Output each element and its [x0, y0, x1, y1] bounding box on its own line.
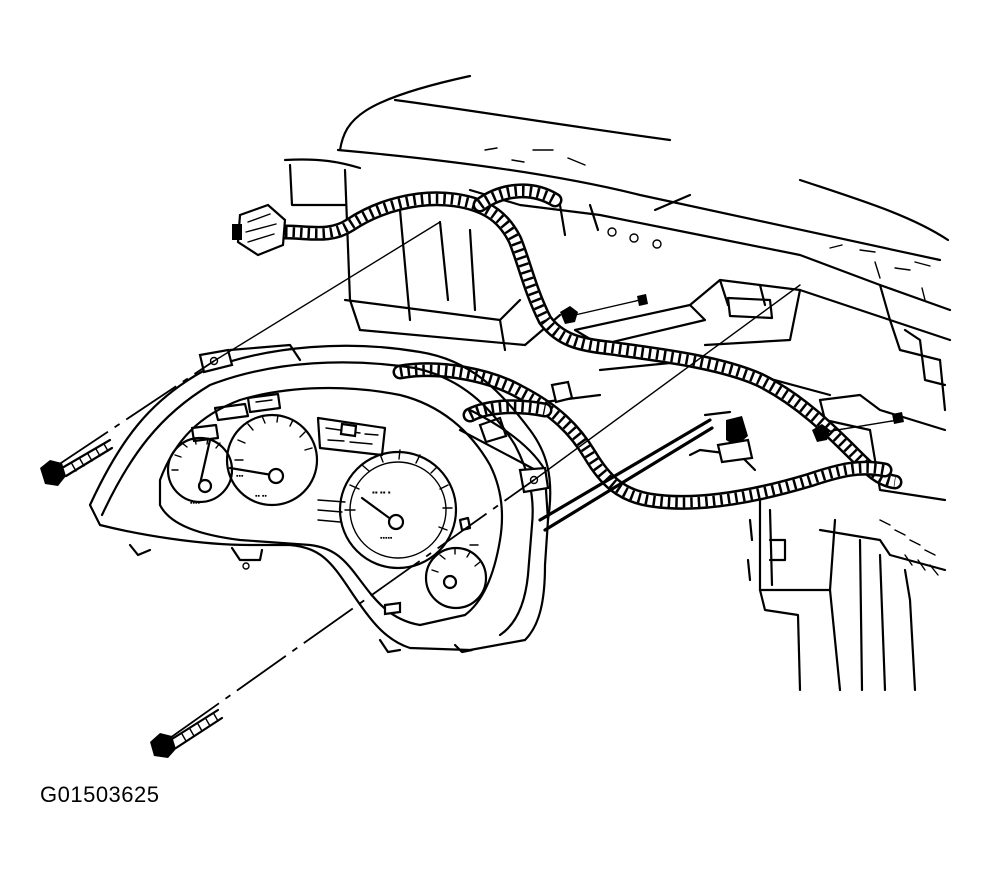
bolt-lower [150, 708, 224, 758]
svg-text:▪▪ ▪▪: ▪▪ ▪▪ [255, 493, 267, 500]
bolt-upper-left [40, 438, 114, 486]
svg-text:▪▪▪: ▪▪▪ [236, 473, 244, 480]
instrument-cluster-icon: ▪▪▪▪ ▪▪▪ ▪▪ ▪▪ ▪▪ ▪▪ ▪ ▪▪▪▪▪ [88, 343, 552, 654]
svg-text:▪▪▪▪▪: ▪▪▪▪▪ [380, 535, 393, 542]
svg-text:▪▪▪▪: ▪▪▪▪ [190, 500, 200, 507]
svg-text:▪▪ ▪▪ ▪: ▪▪ ▪▪ ▪ [372, 488, 391, 497]
wiring-harness-icon [232, 183, 903, 510]
screw-right [812, 412, 904, 442]
screw-upper [560, 294, 648, 324]
screw-icon [560, 294, 904, 442]
dashboard-structure [283, 74, 952, 692]
alignment-lines [57, 221, 899, 739]
cluster-connector-cable [538, 410, 732, 532]
figure-code-label: G01503625 [40, 782, 160, 807]
bolt-icon [40, 438, 224, 758]
